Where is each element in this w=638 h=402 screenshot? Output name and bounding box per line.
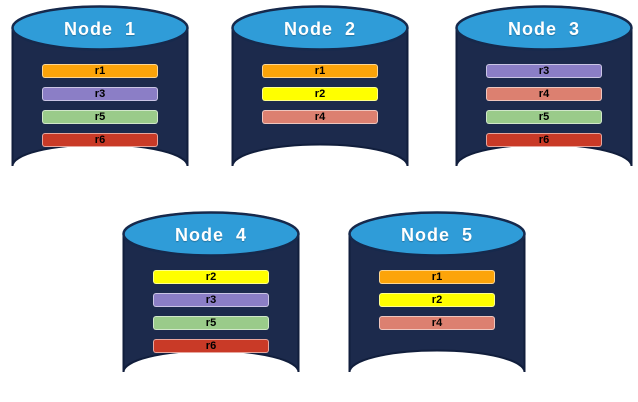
cylinder-top-shape xyxy=(348,211,526,257)
replica-bar-r2: r2 xyxy=(379,293,495,307)
replica-bar-r6: r6 xyxy=(153,339,269,353)
replica-bar-r1: r1 xyxy=(42,64,158,78)
cylinder-top-shape xyxy=(11,5,189,51)
replica-bars: r3 r4 r5 r6 xyxy=(486,64,602,147)
db-node-2: Node 2 r1 r2 r4 xyxy=(231,5,409,189)
replica-bar-r5: r5 xyxy=(486,110,602,124)
node-title: Node 3 xyxy=(507,19,580,39)
cylinder-top-shape xyxy=(231,5,409,51)
node-title: Node 1 xyxy=(63,19,136,39)
replica-bar-r5: r5 xyxy=(42,110,158,124)
replica-bars: r2 r3 r5 r6 xyxy=(153,270,269,353)
database-cylinder-icon xyxy=(455,5,633,167)
cylinder-top-shape xyxy=(122,211,300,257)
replica-bars: r1 r2 r4 xyxy=(379,270,495,330)
replica-bar-r6: r6 xyxy=(42,133,158,147)
node-title: Node 4 xyxy=(174,225,247,245)
replica-bar-r2: r2 xyxy=(262,87,378,101)
replica-bar-r1: r1 xyxy=(379,270,495,284)
database-cylinder-icon xyxy=(348,211,526,373)
database-cylinder-icon xyxy=(122,211,300,373)
database-cylinder-icon xyxy=(11,5,189,167)
replica-bar-r4: r4 xyxy=(262,110,378,124)
node-title: Node 5 xyxy=(400,225,473,245)
replica-bar-r3: r3 xyxy=(42,87,158,101)
replica-bars: r1 r2 r4 xyxy=(262,64,378,124)
replica-bar-r5: r5 xyxy=(153,316,269,330)
replica-bar-r4: r4 xyxy=(379,316,495,330)
replica-bar-r1: r1 xyxy=(262,64,378,78)
cylinder-top-shape xyxy=(455,5,633,51)
db-node-3: Node 3 r3 r4 r5 r6 xyxy=(455,5,633,189)
db-node-4: Node 4 r2 r3 r5 r6 xyxy=(122,211,300,395)
replica-bars: r1 r3 r5 r6 xyxy=(42,64,158,147)
replica-bar-r2: r2 xyxy=(153,270,269,284)
replica-bar-r6: r6 xyxy=(486,133,602,147)
database-cylinder-icon xyxy=(231,5,409,167)
replica-bar-r3: r3 xyxy=(486,64,602,78)
db-node-5: Node 5 r1 r2 r4 xyxy=(348,211,526,395)
replica-bar-r3: r3 xyxy=(153,293,269,307)
db-node-1: Node 1 r1 r3 r5 r6 xyxy=(11,5,189,189)
node-title: Node 2 xyxy=(283,19,356,39)
replica-bar-r4: r4 xyxy=(486,87,602,101)
